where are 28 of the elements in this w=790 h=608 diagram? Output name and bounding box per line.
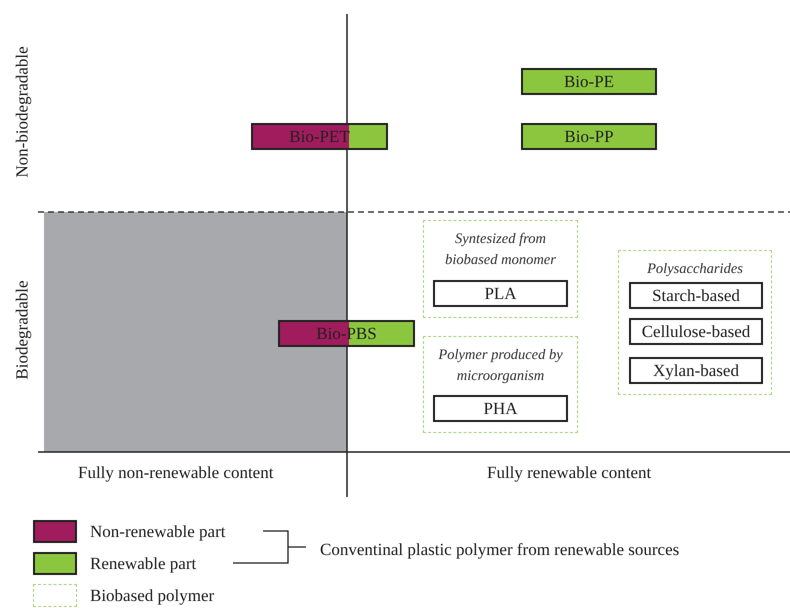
group-box [618, 250, 772, 395]
legend-label: Renewable part [90, 553, 196, 575]
polymer-box [433, 280, 568, 307]
group-heading: Polymer produced by microorganism [437, 346, 564, 386]
axis-label: Non-biodegradable [11, 46, 32, 178]
polymer-box [629, 318, 763, 345]
axis-label: Biodegradable [11, 280, 32, 380]
group-box [423, 220, 578, 318]
polymer-label: Bio-PE [564, 73, 614, 90]
axis-label: Conventinal plastic polymer from renewable sources [320, 539, 680, 561]
polymer-label: PHA [483, 400, 518, 417]
polymer-box [629, 357, 763, 384]
legend-label: Biobased polymer [90, 585, 214, 607]
axis-label: Fully renewable content [487, 462, 652, 484]
polymer-label: Bio-PP [564, 128, 614, 145]
polymer-label: Xylan-based [653, 362, 739, 379]
group-heading: Polysaccharides [646, 260, 744, 279]
polymer-label: Cellulose-based [642, 323, 750, 340]
group-box [423, 336, 578, 433]
polymer-label: Starch-based [652, 287, 740, 304]
polymer-bar [521, 68, 657, 95]
polymer-box [629, 282, 763, 309]
polymer-label: PLA [484, 285, 517, 302]
group-heading: Syntesized from biobased monomer [444, 230, 557, 270]
polymer-box [433, 395, 568, 422]
legend-label: Non-renewable part [90, 521, 226, 543]
axis-label: Fully non-renewable content [78, 462, 274, 484]
polymer-bar [521, 123, 657, 150]
